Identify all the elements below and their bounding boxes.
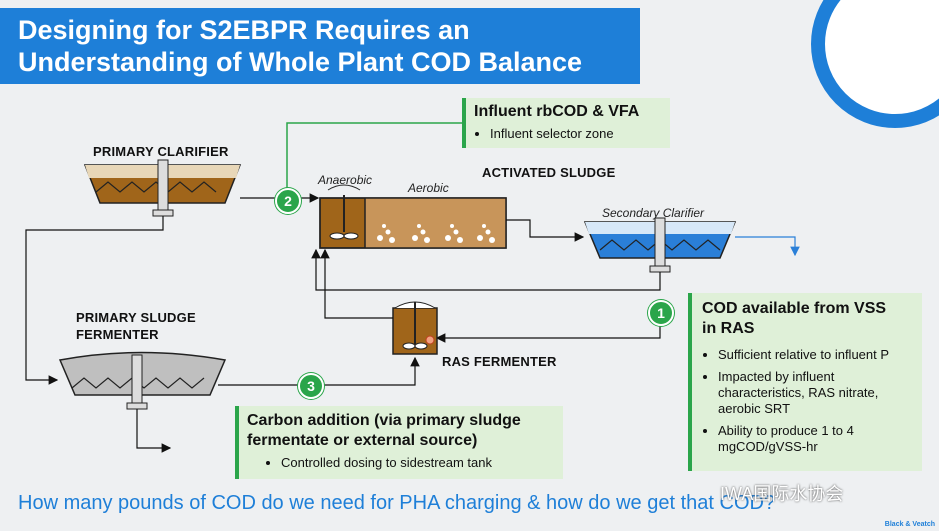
influent-callout-title: Influent rbCOD & VFA: [474, 103, 640, 120]
ras-fermenter-label: RAS FERMENTER: [442, 354, 557, 369]
watermark: IWA国际水协会: [720, 484, 844, 504]
brand-logo: Black & Veatch: [884, 521, 935, 528]
influent-bullet: Influent selector zone: [490, 126, 662, 142]
badge-3: 3: [298, 373, 324, 399]
badge-2: 2: [275, 188, 301, 214]
influent-callout: Influent rbCOD & VFA Influent selector z…: [462, 98, 670, 148]
activated-sludge-basin: [319, 184, 507, 249]
slide-title: Designing for S2EBPR Requires an Underst…: [0, 8, 640, 84]
cod-vss-bullet-1: Sufficient relative to influent P: [718, 347, 912, 363]
bottom-question: How many pounds of COD do we need for PH…: [18, 492, 776, 514]
carbon-bullet: Controlled dosing to sidestream tank: [281, 455, 555, 471]
cod-vss-title-1: COD available from VSS: [702, 300, 887, 317]
carbon-addition-callout: Carbon addition (via primary sludge ferm…: [235, 406, 563, 479]
primary-sludge-fermenter-label-2: FERMENTER: [76, 327, 159, 342]
primary-sludge-fermenter-label-1: PRIMARY SLUDGE: [76, 310, 196, 325]
cod-vss-bullet-2: Impacted by influent characteristics, RA…: [718, 369, 912, 417]
carbon-title-2: fermentate or external source): [247, 432, 478, 449]
badge-1: 1: [648, 300, 674, 326]
secondary-clarifier-label: Secondary Clarifier: [602, 206, 705, 220]
primary-clarifier-tank: [83, 159, 242, 217]
title-line-1: Designing for S2EBPR Requires an: [18, 15, 470, 45]
anaerobic-label: Anaerobic: [318, 173, 373, 187]
ras-fermenter-tank: [392, 301, 438, 355]
carbon-title-1: Carbon addition (via primary sludge: [247, 412, 521, 429]
primary-sludge-fermenter-tank: [58, 351, 227, 410]
cod-vss-bullet-3: Ability to produce 1 to 4 mgCOD/gVSS-hr: [718, 423, 912, 455]
primary-clarifier-label: PRIMARY CLARIFIER: [93, 144, 229, 159]
cod-vss-title-2: in RAS: [702, 320, 755, 337]
cod-vss-callout: COD available from VSS in RAS Sufficient…: [688, 293, 922, 471]
activated-sludge-label: ACTIVATED SLUDGE: [482, 165, 616, 180]
title-line-2: Understanding of Whole Plant COD Balance: [18, 47, 583, 77]
aerobic-label: Aerobic: [408, 181, 449, 195]
secondary-clarifier-tank: [583, 217, 737, 273]
